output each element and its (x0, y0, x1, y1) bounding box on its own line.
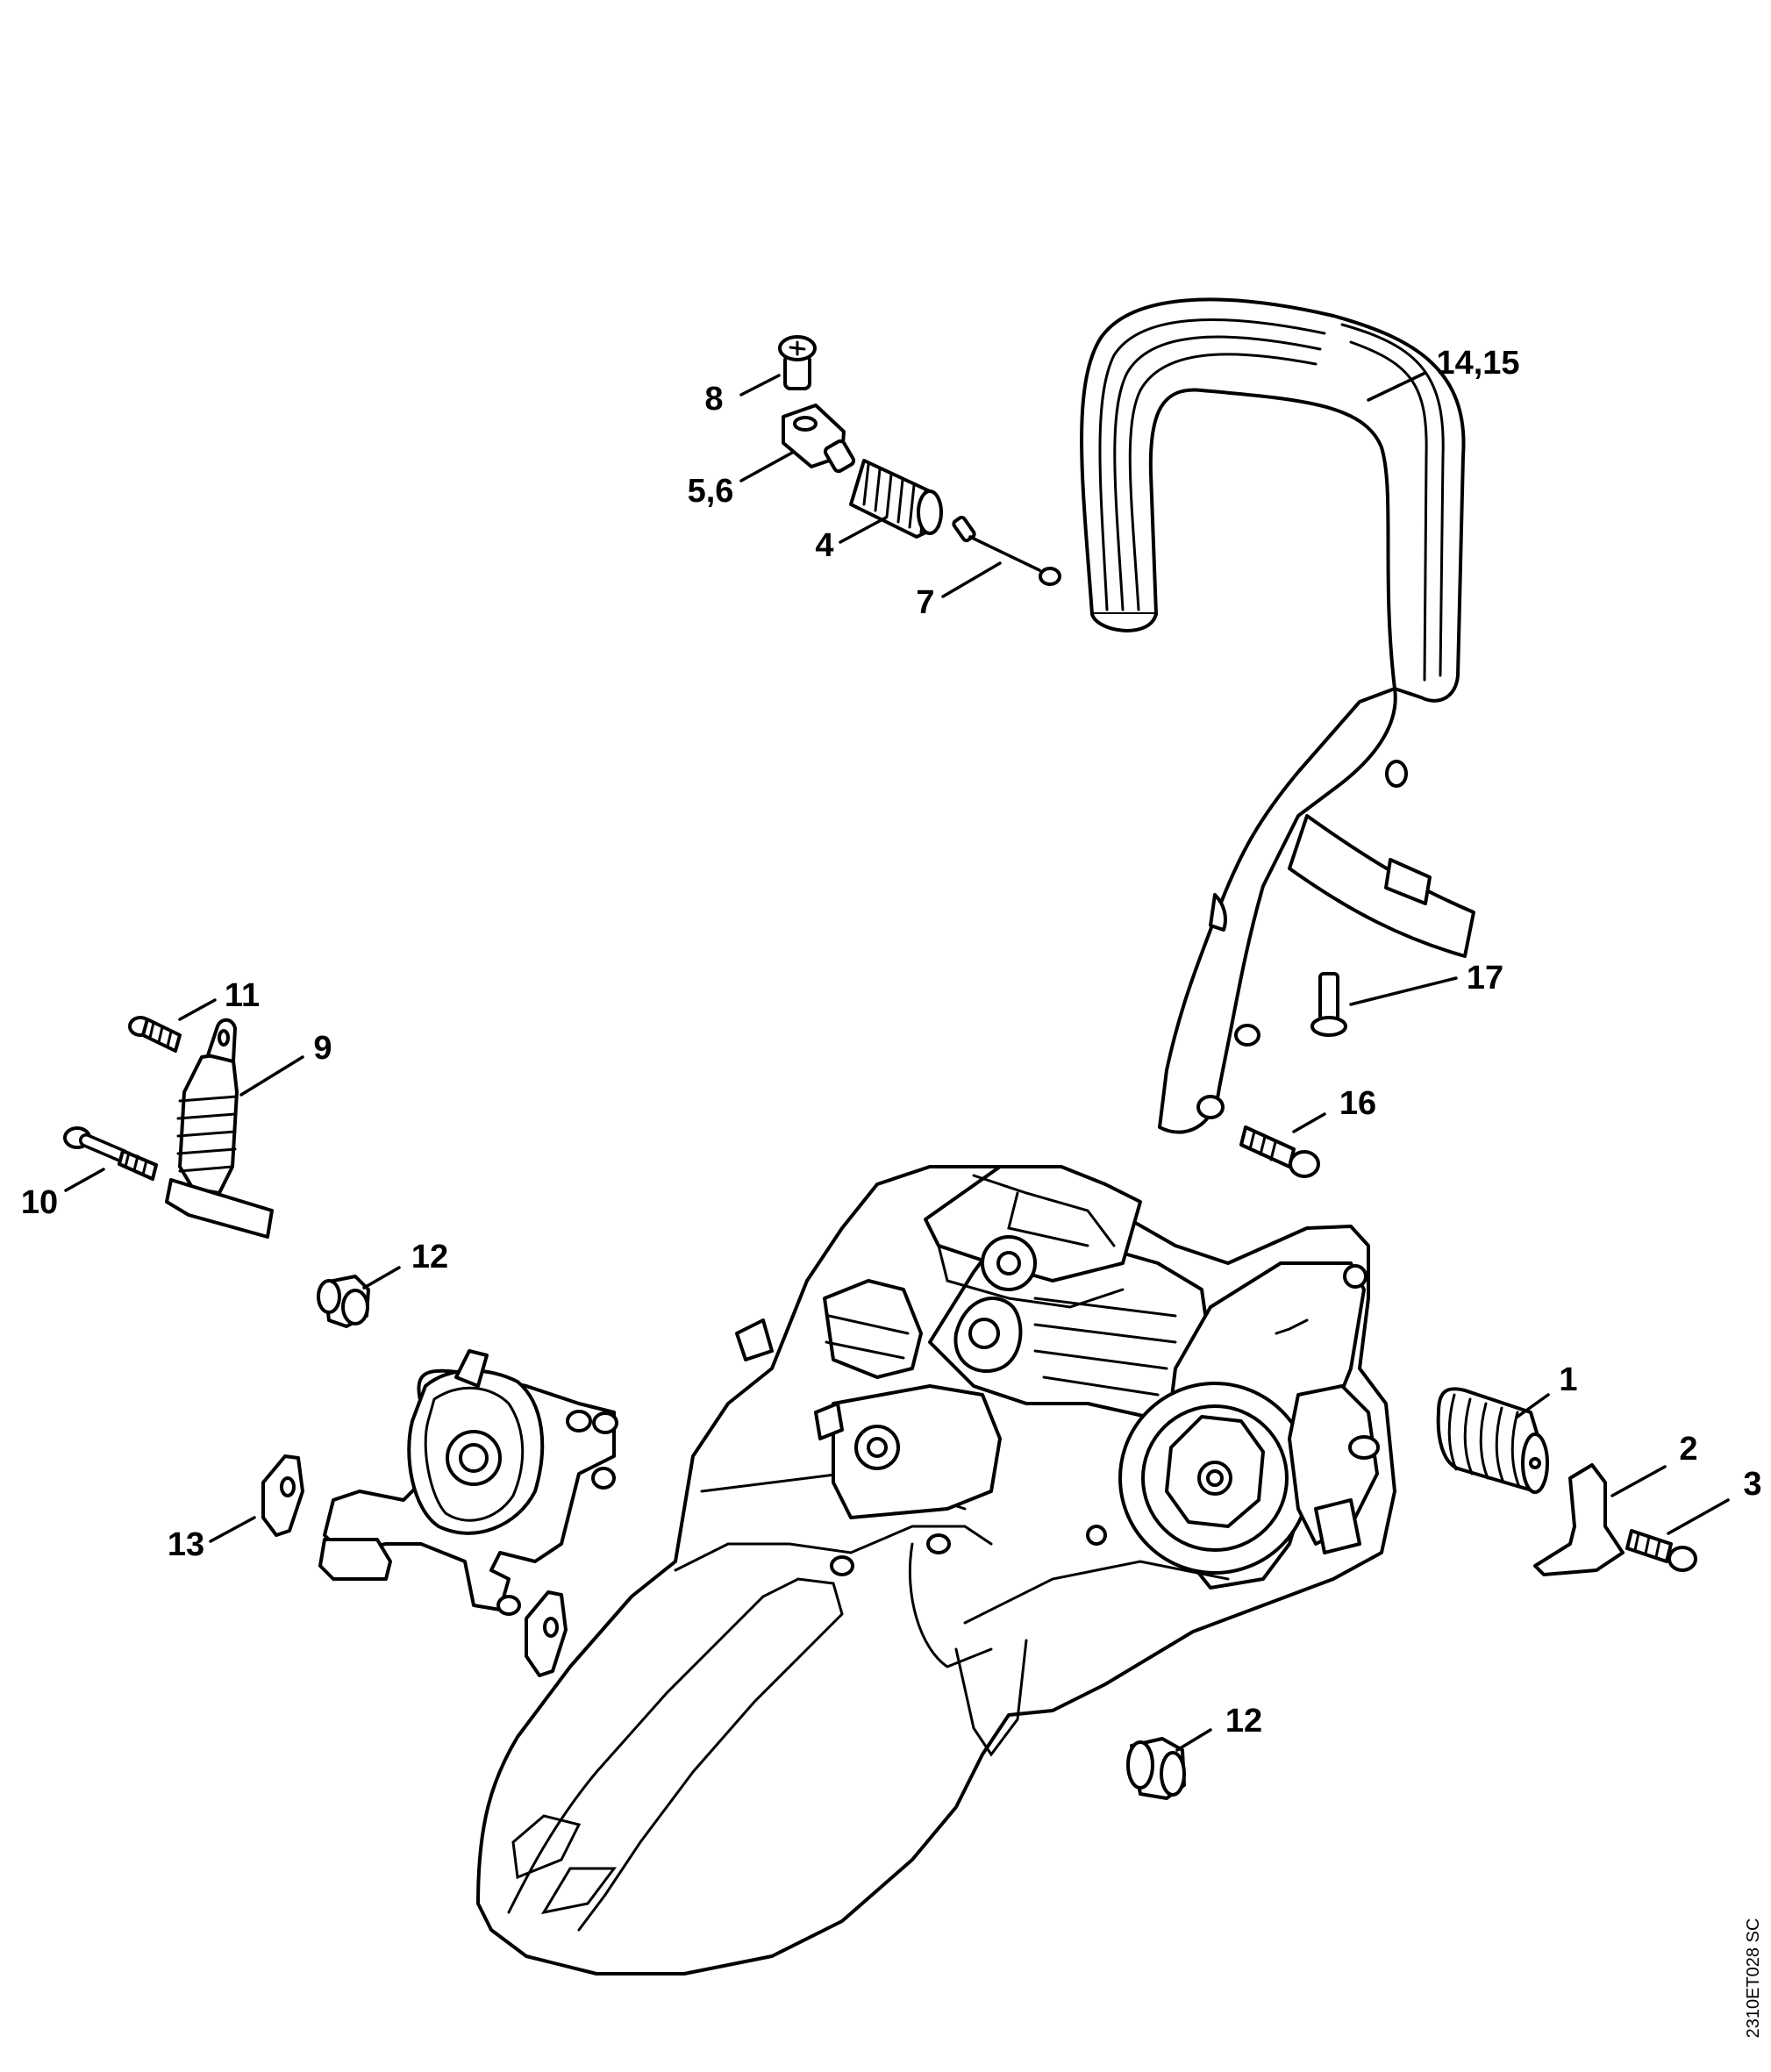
pin-part-7 (952, 515, 1061, 586)
callout-8: 8 (704, 381, 723, 418)
callout-2: 2 (1679, 1431, 1697, 1468)
clip-part-13 (261, 1454, 568, 1677)
spring-part-1 (1436, 1387, 1549, 1494)
leader-5-6 (739, 450, 796, 482)
leader-13 (209, 1516, 256, 1543)
spring-part-9 (165, 1018, 274, 1239)
leader-17 (1349, 976, 1458, 1006)
callout-10: 10 (21, 1184, 58, 1221)
leader-8 (739, 374, 781, 397)
screw-part-8 (778, 335, 817, 390)
screw-part-11 (128, 1016, 182, 1053)
leader-4 (839, 516, 888, 544)
leader-9 (239, 1055, 304, 1097)
callout-labels: 8 5,6 4 7 14,15 17 16 11 9 10 12 13 1 2 … (21, 345, 1762, 1740)
screw-part-16 (1239, 1125, 1320, 1178)
drawing-code: 2310ET028 SC (1744, 1918, 1763, 2039)
bracket-part-2 (1533, 1463, 1625, 1576)
clamp-part-5-6 (782, 404, 856, 474)
handlebar-part (1080, 297, 1475, 1134)
leader-7 (941, 561, 1002, 598)
callout-7: 7 (916, 584, 934, 621)
callout-17: 17 (1467, 960, 1503, 997)
chainsaw-housing-part (476, 1165, 1396, 1976)
callout-11: 11 (225, 977, 260, 1014)
screw-part-3 (1625, 1529, 1697, 1572)
callout-13: 13 (168, 1526, 204, 1563)
handle-bracket-part (318, 1349, 618, 1616)
callout-9: 9 (313, 1030, 332, 1067)
screw-part-10 (63, 1126, 158, 1181)
leader-lines (64, 371, 1730, 1752)
leader-2 (1610, 1465, 1667, 1497)
leader-14-15 (1367, 371, 1427, 402)
callout-4: 4 (815, 527, 833, 564)
spring-part-4 (849, 459, 943, 539)
callout-12-lower: 12 (1225, 1703, 1262, 1740)
callout-3: 3 (1743, 1466, 1761, 1503)
callout-14-15: 14,15 (1436, 345, 1519, 382)
callout-1: 1 (1559, 1361, 1577, 1398)
buffer-part-12-lower (1126, 1737, 1186, 1800)
buffer-part-12-upper (317, 1275, 370, 1328)
leader-3 (1667, 1498, 1730, 1535)
screw-part-17 (1310, 972, 1347, 1037)
leader-10 (64, 1168, 105, 1192)
leader-12-upper (362, 1266, 401, 1290)
leader-1 (1516, 1393, 1550, 1418)
leader-16 (1292, 1112, 1326, 1133)
leader-12-lower (1175, 1728, 1212, 1752)
leader-11 (178, 998, 217, 1021)
callout-12-upper: 12 (411, 1239, 448, 1275)
callout-5-6: 5,6 (688, 473, 734, 510)
callout-16: 16 (1339, 1085, 1376, 1122)
